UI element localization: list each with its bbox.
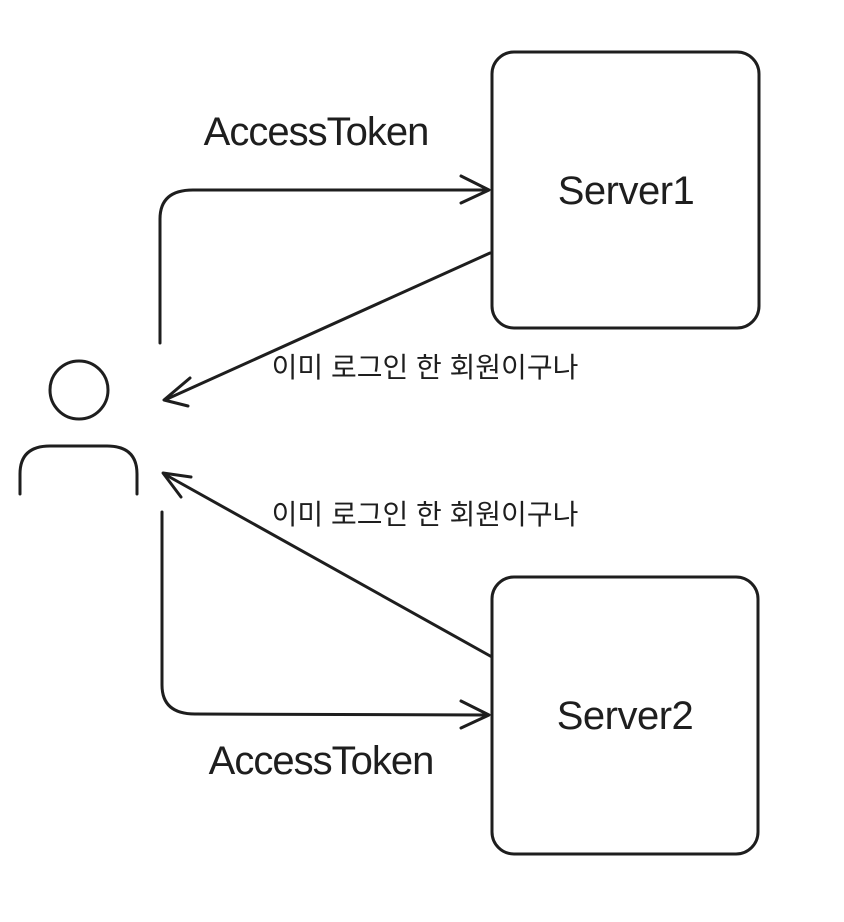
edge-server1-to-user-label: 이미 로그인 한 회원이구나 xyxy=(272,352,579,383)
edge-user-to-server1-line xyxy=(158,188,488,345)
edge-user-to-server2-line xyxy=(160,510,488,717)
node-server1-box xyxy=(490,50,761,330)
arrowhead-left-down-icon xyxy=(162,376,192,408)
edge-user-to-server2: AccessToken xyxy=(160,510,491,783)
node-server2-label: Server2 xyxy=(557,694,694,738)
arrowhead-right-icon xyxy=(459,699,491,730)
edge-user-to-server1-label: AccessToken xyxy=(204,110,429,154)
edge-server2-to-user: 이미 로그인 한 회원이구나 xyxy=(161,471,579,659)
edge-server2-to-user-line xyxy=(164,473,494,659)
edge-server1-to-user: 이미 로그인 한 회원이구나 xyxy=(162,251,579,408)
person-shoulders xyxy=(18,444,139,496)
person-icon xyxy=(18,359,139,496)
edge-server1-to-user-line xyxy=(165,251,492,401)
node-server1-label: Server1 xyxy=(558,169,695,213)
edge-user-to-server2-label: AccessToken xyxy=(209,739,434,783)
arrowhead-right-icon xyxy=(459,174,491,205)
edge-user-to-server1: AccessToken xyxy=(158,110,491,345)
node-server2: Server2 xyxy=(490,575,760,856)
arrowhead-left-up-icon xyxy=(161,471,193,499)
edge-server2-to-user-label: 이미 로그인 한 회원이구나 xyxy=(272,499,579,530)
node-server1: Server1 xyxy=(490,50,761,330)
node-server2-box xyxy=(490,575,760,856)
person-head xyxy=(48,359,110,421)
